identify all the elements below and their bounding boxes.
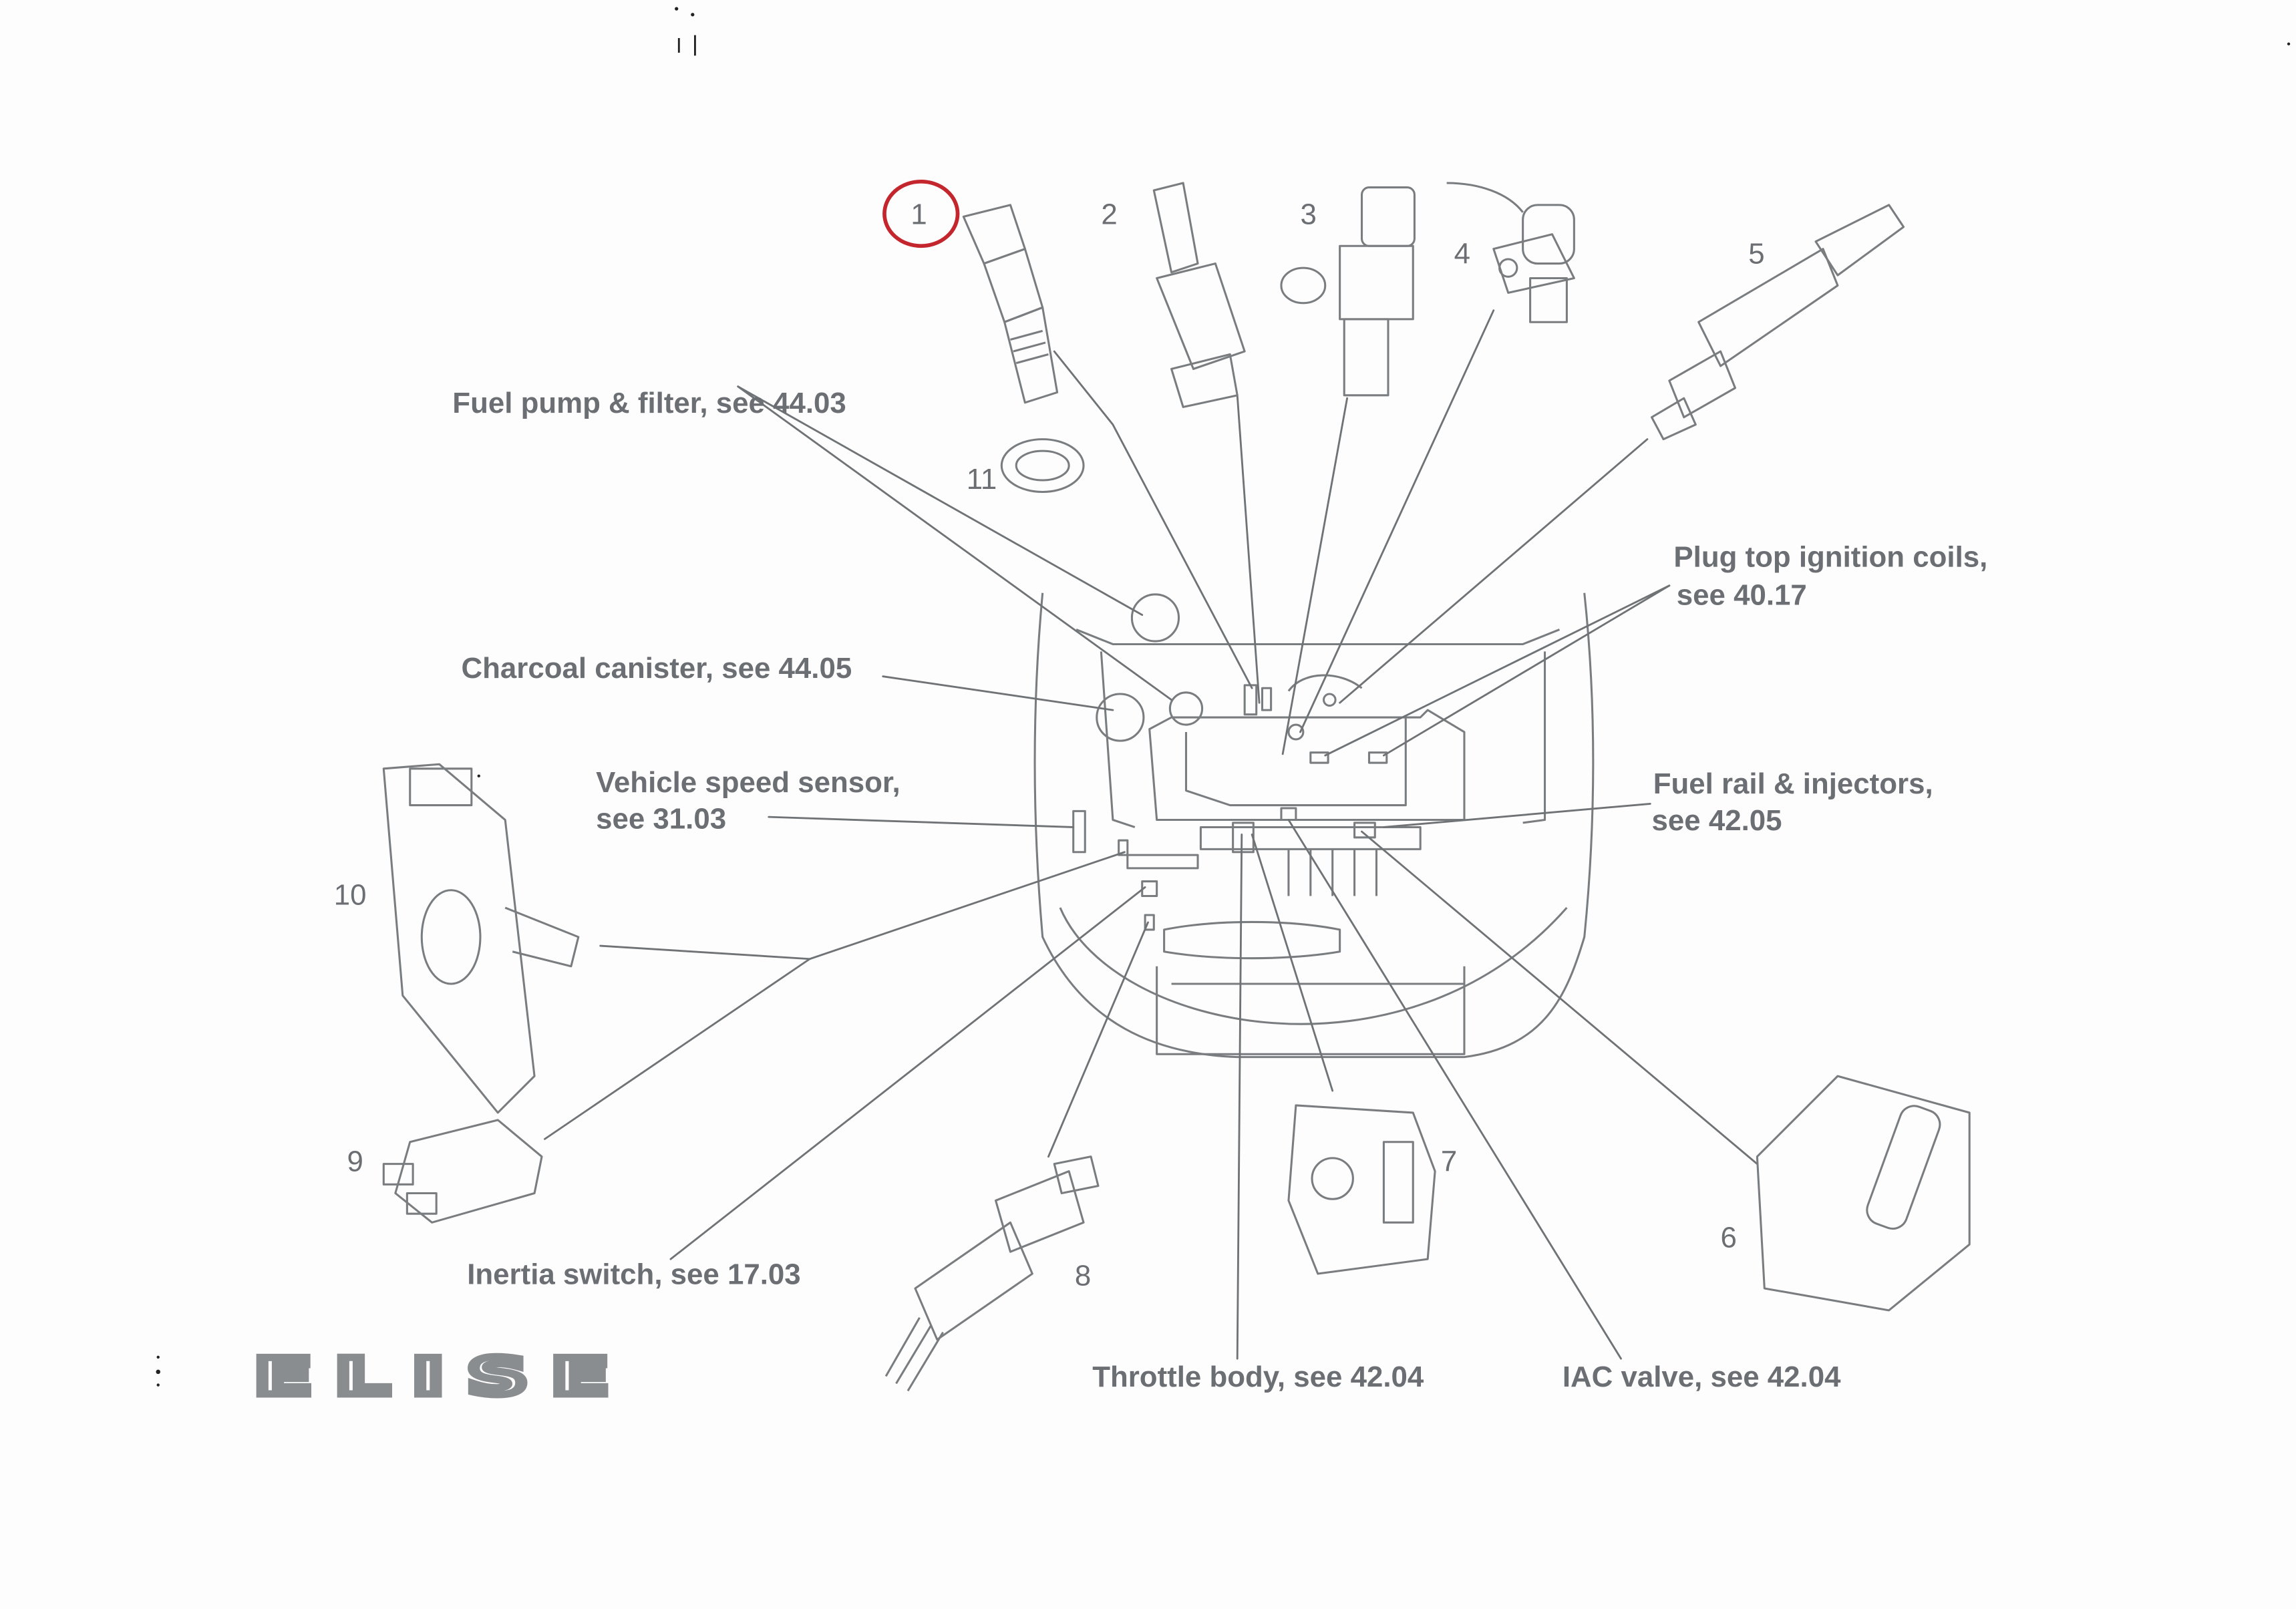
- part-number-6: 6: [1721, 1222, 1737, 1254]
- part-6-ignition-module: [1756, 1075, 1971, 1312]
- part-7-throttle-sensor: [1287, 1104, 1436, 1275]
- part-4-crank-sensor: [1446, 182, 1575, 323]
- part-1-coolant-sensor: [962, 204, 1059, 404]
- part-number-4: 4: [1454, 238, 1470, 271]
- part-2-sensor: [1152, 182, 1246, 408]
- part-5-oxygen-sensor: [1651, 204, 1905, 441]
- highlight-circle: [882, 179, 960, 248]
- label-iac-valve: IAC valve, see 42.04: [1563, 1361, 1841, 1393]
- label-charcoal-canister: Charcoal canister, see 44.05: [461, 652, 852, 685]
- part-3-cam-sensor: [1280, 186, 1416, 397]
- label-fuel-pump: Fuel pump & filter, see 44.03: [452, 387, 846, 419]
- part-10-ecu: [382, 763, 580, 1114]
- label-vehicle-speed-sensor-2: see 31.03: [596, 803, 726, 836]
- part-number-3: 3: [1300, 198, 1316, 230]
- part-number-11: 11: [967, 463, 997, 496]
- part-number-8: 8: [1075, 1260, 1091, 1292]
- label-ignition-coils-2: see 40.17: [1677, 578, 1807, 611]
- part-number-9: 9: [347, 1145, 363, 1178]
- part-11-washer: [1000, 438, 1085, 494]
- part-8-oxygen-sensor: [884, 1155, 1100, 1392]
- label-ignition-coils-1: Plug top ignition coils,: [1673, 540, 1987, 573]
- callout-labels: Fuel pump & filter, see 44.03 Charcoal c…: [452, 387, 1987, 1393]
- label-throttle-body: Throttle body, see 42.04: [1092, 1361, 1424, 1393]
- label-inertia-switch: Inertia switch, see 17.03: [467, 1258, 800, 1290]
- label-fuel-rail-1: Fuel rail & injectors,: [1653, 767, 1933, 800]
- part-number-10: 10: [334, 879, 367, 912]
- leader-lines: [543, 309, 1758, 1360]
- label-fuel-rail-2: see 42.05: [1652, 804, 1782, 837]
- part-number-1: 1: [911, 198, 927, 230]
- elise-logo: ELISE: [255, 1348, 633, 1406]
- label-vehicle-speed-sensor-1: Vehicle speed sensor,: [596, 766, 900, 799]
- engine-bay: [1033, 592, 1595, 1059]
- part-number-2: 2: [1101, 198, 1117, 230]
- part-number-5: 5: [1748, 238, 1764, 271]
- part-number-7: 7: [1441, 1145, 1457, 1178]
- part-numbers: 1 2 3 4 5 6 7 8 9 10 11: [334, 198, 1765, 1292]
- scan-specks: [156, 7, 2291, 1387]
- part-9-relay: [382, 1119, 543, 1224]
